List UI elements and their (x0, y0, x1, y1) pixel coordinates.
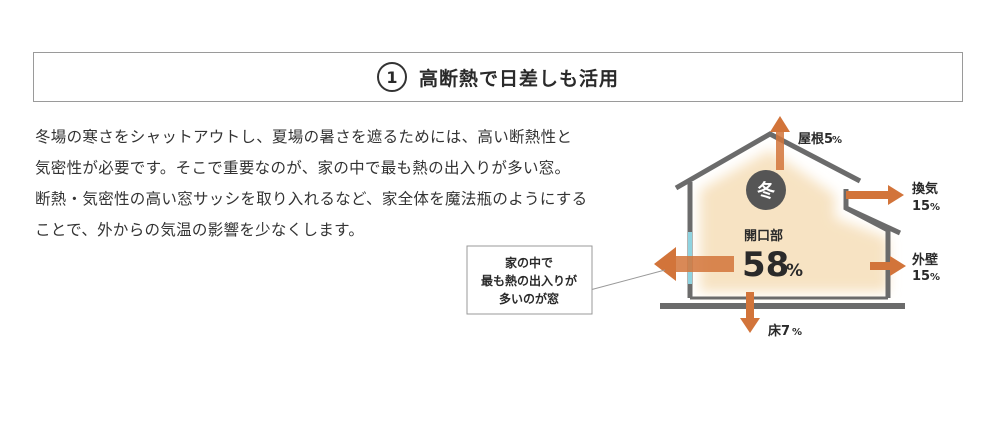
body-line: ことで、外からの気温の影響を少なくします。 (35, 221, 365, 239)
floor-label: 床7 (768, 323, 790, 339)
wall-arrow (870, 256, 906, 276)
floor-arrow (740, 292, 760, 333)
wall-value: 15 (912, 269, 930, 284)
ventilation-label: 換気 (912, 181, 938, 197)
winter-badge-text: 冬 (757, 180, 775, 202)
roof-unit: % (832, 135, 842, 146)
ventilation-value: 15 (912, 199, 930, 214)
body-line: 冬場の寒さをシャットアウトし、夏場の暑さを遮るためには、高い断熱性と (35, 128, 573, 146)
ventilation-unit: % (930, 202, 940, 213)
opening-value: 58 (742, 245, 789, 285)
roof-arrow (770, 116, 790, 170)
callout-line: 家の中で (505, 255, 553, 270)
roof-label: 屋根5 (798, 131, 833, 147)
opening-unit: % (786, 261, 803, 281)
wall-unit: % (930, 272, 940, 283)
body-line: 断熱・気密性の高い窓サッシを取り入れるなど、家全体を魔法瓶のようにする (35, 190, 588, 208)
wall-label: 外壁 (911, 252, 938, 268)
opening-arrow (654, 247, 734, 281)
section-title: 高断熱で日差しも活用 (418, 67, 619, 90)
body-line: 気密性が必要です。そこで重要なのが、家の中で最も熱の出入りが多い窓。 (35, 159, 571, 177)
floor-unit: % (792, 327, 802, 338)
callout-leader (589, 269, 666, 291)
section-number-circle: 1 (376, 62, 407, 92)
callout-line: 最も熱の出入りが (481, 273, 577, 288)
body-paragraph: 冬場の寒さをシャットアウトし、夏場の暑さを遮るためには、高い断熱性と 気密性が必… (35, 122, 675, 246)
ventilation-arrow (846, 185, 904, 205)
winter-badge (746, 170, 786, 210)
opening-label: 開口部 (744, 228, 783, 244)
section-title-box: 1 高断熱で日差しも活用 (33, 52, 963, 102)
callout-line: 多いのが窓 (499, 291, 559, 306)
callout-box (466, 245, 593, 315)
